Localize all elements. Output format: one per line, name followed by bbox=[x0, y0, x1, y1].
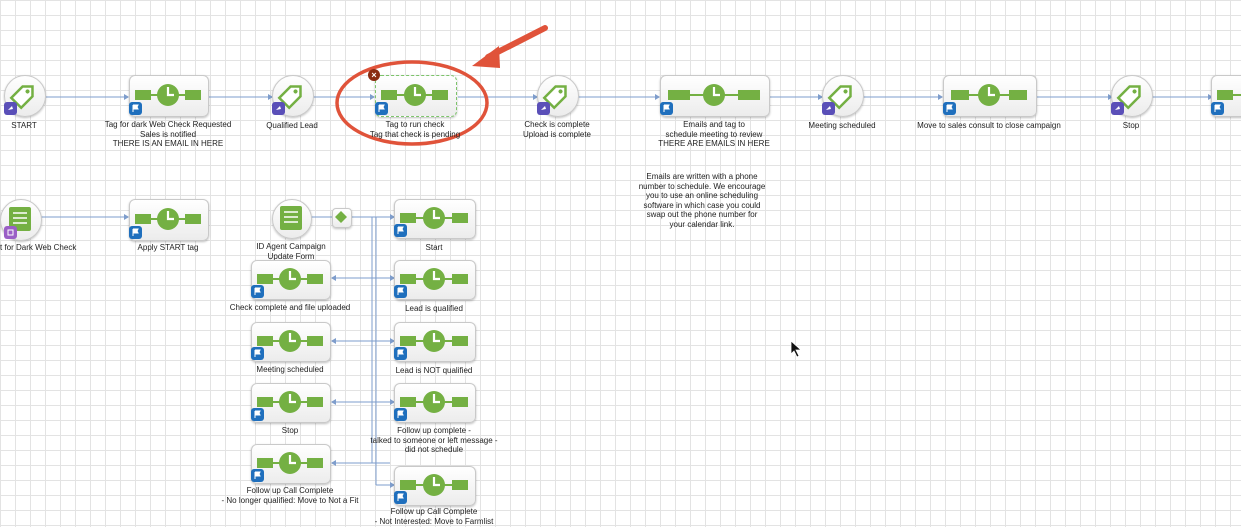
sequence-clock-icon bbox=[400, 207, 468, 229]
dark-web-form-label: t for Dark Web Check bbox=[0, 243, 77, 252]
stop-label: Stop bbox=[1122, 121, 1140, 130]
sequence-clock-icon bbox=[400, 330, 468, 352]
start-tag-label: START bbox=[11, 121, 37, 130]
sequence-move-to-sales-label: Move to sales consult to close campaign bbox=[917, 121, 1061, 130]
sequence-clock-icon bbox=[951, 84, 1027, 106]
flag-icon bbox=[660, 102, 673, 115]
check-complete-label: Check is complete Upload is complete bbox=[522, 120, 592, 139]
sequence-clock-icon bbox=[257, 268, 323, 290]
decision-diamond-icon bbox=[335, 211, 347, 223]
sequence-clock-icon bbox=[381, 84, 448, 106]
sequence-clock-icon bbox=[257, 330, 323, 352]
check-complete-file-label: Check complete and file uploaded bbox=[229, 303, 351, 312]
sequence-clock-icon bbox=[1217, 90, 1241, 100]
flag-icon bbox=[251, 347, 264, 360]
tag-badge-icon bbox=[537, 102, 550, 115]
flag-icon bbox=[251, 408, 264, 421]
flag-icon bbox=[129, 102, 142, 115]
flag-icon bbox=[394, 408, 407, 421]
follow-up-complete-label: Follow up complete - talked to someone o… bbox=[370, 426, 498, 454]
start-seq-label: Start bbox=[425, 243, 443, 252]
lead-qualified-label: Lead is qualified bbox=[405, 304, 463, 313]
flag-icon bbox=[394, 347, 407, 360]
form-badge-icon bbox=[4, 226, 17, 239]
update-form-label: ID Agent Campaign Update Form bbox=[256, 242, 326, 261]
apply-start-tag-label: Apply START tag bbox=[137, 243, 199, 252]
not-interested-farmlist-label: Follow up Call Complete - Not Interested… bbox=[374, 507, 494, 526]
sequence-clock-icon bbox=[135, 208, 201, 230]
tag-badge-icon bbox=[4, 102, 17, 115]
tag-icon bbox=[1116, 85, 1141, 110]
sequence-clock-icon bbox=[400, 391, 468, 413]
tag-badge-icon bbox=[1111, 102, 1124, 115]
pointer-arrow bbox=[485, 25, 548, 60]
flag-icon bbox=[375, 102, 388, 115]
sequence-emails-label: Emails and tag to schedule meeting to re… bbox=[658, 120, 770, 148]
tag-icon bbox=[827, 85, 852, 110]
sequence-dark-web-label: Tag for dark Web Check Requested Sales i… bbox=[104, 120, 232, 148]
sequence-note: Emails are written with a phone number t… bbox=[612, 172, 792, 229]
sequence-clock-icon bbox=[257, 452, 323, 474]
flag-icon bbox=[251, 469, 264, 482]
sequence-clock-icon bbox=[400, 268, 468, 290]
note-text: Emails are written with a phone number t… bbox=[638, 172, 766, 229]
form-icon bbox=[9, 207, 31, 231]
meeting-scheduled-seq-label: Meeting scheduled bbox=[256, 365, 324, 374]
sequence-tag-to-run-label: Tag to run check Tag that check is pendi… bbox=[369, 120, 461, 139]
sequence-clock-icon bbox=[668, 84, 760, 106]
meeting-scheduled-label: Meeting scheduled bbox=[808, 121, 876, 130]
qualified-lead-label: Qualified Lead bbox=[266, 121, 318, 130]
flag-icon bbox=[251, 285, 264, 298]
flag-icon bbox=[394, 224, 407, 237]
flag-icon bbox=[943, 102, 956, 115]
no-longer-qualified-label: Follow up Call Complete - No longer qual… bbox=[221, 486, 359, 505]
form-icon bbox=[280, 206, 302, 230]
flag-icon bbox=[394, 285, 407, 298]
sequence-clock-icon bbox=[400, 474, 468, 496]
delete-icon[interactable]: × bbox=[368, 69, 380, 81]
tag-icon bbox=[277, 85, 302, 110]
sequence-clock-icon bbox=[135, 84, 201, 106]
flag-icon bbox=[394, 491, 407, 504]
flag-icon bbox=[1211, 102, 1224, 115]
mouse-cursor-icon bbox=[790, 340, 803, 358]
tag-badge-icon bbox=[822, 102, 835, 115]
flag-icon bbox=[129, 226, 142, 239]
lead-not-qualified-label: Lead is NOT qualified bbox=[395, 366, 473, 375]
sequence-clock-icon bbox=[257, 391, 323, 413]
tag-badge-icon bbox=[272, 102, 285, 115]
tag-icon bbox=[542, 85, 567, 110]
stop-seq-label: Stop bbox=[281, 426, 299, 435]
tag-icon bbox=[9, 85, 34, 110]
